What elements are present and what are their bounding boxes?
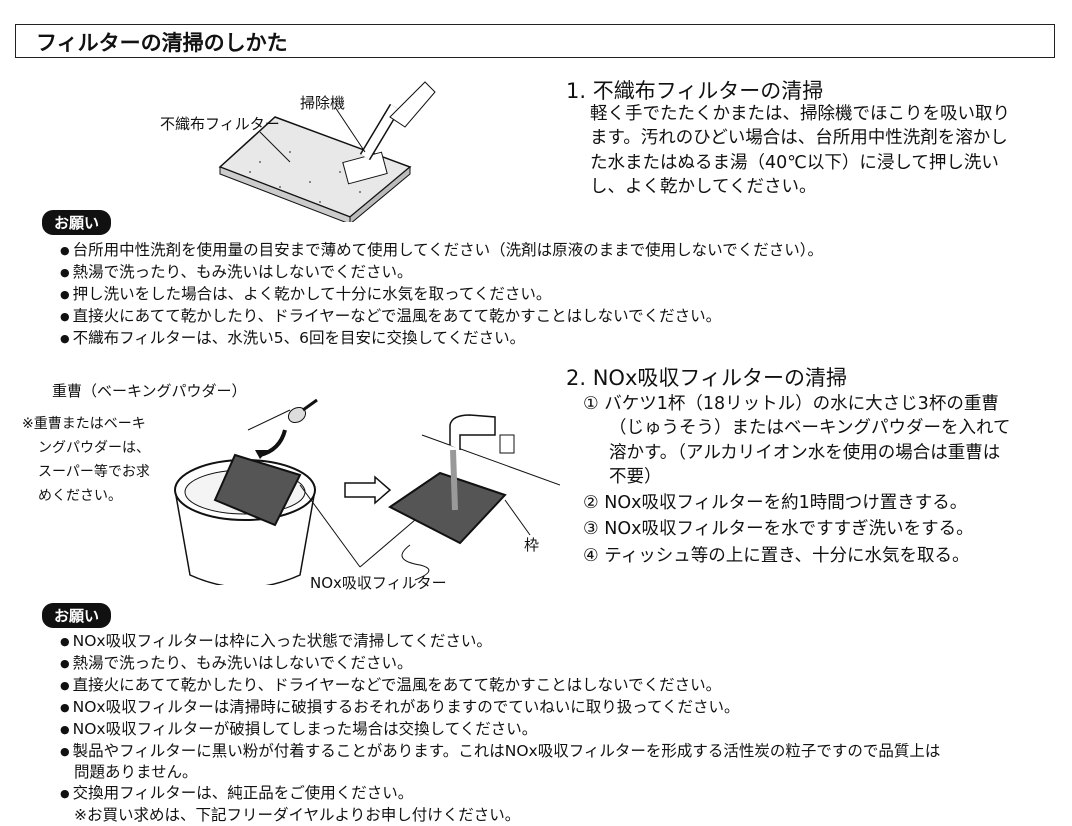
notice-badge: お願い	[42, 210, 112, 235]
list-item: NOx吸収フィルターは清掃時に破損するおそれがありますのでていねいに取り扱ってく…	[60, 697, 940, 719]
step-2: ② NOx吸収フィルターを約1時間つけ置きする。	[583, 491, 1010, 515]
nonwoven-filter-label: 不織布フィルター	[160, 115, 280, 133]
soak-rinse-illustration	[174, 398, 560, 585]
list-item: NOx吸収フィルターが破損してしまった場合は交換してください。	[60, 719, 940, 741]
frame-label: 枠	[524, 536, 540, 554]
body-line: し、よく乾かしてください。	[590, 176, 817, 197]
step-number: ④	[583, 545, 599, 566]
list-item: 不織布フィルターは、水洗い5、6回を目安に交換してください。	[60, 328, 823, 350]
section1-body: 軽く手でたたくかまたは、掃除機でほこりを吸い取り ます。汚れのひどい場合は、台所…	[590, 102, 1010, 199]
step-text: NOx吸収フィルターを水ですすぎ洗いをする。	[604, 519, 974, 540]
vacuum-label: 掃除機	[300, 94, 346, 112]
step-text: ティッシュ等の上に置き、十分に水気を取る。	[604, 545, 970, 566]
note-line: ングパウダーは、	[38, 440, 150, 456]
note-line: スーパー等でお求	[38, 464, 150, 480]
step-text: （じゅうそう）またはベーキングパウダーを入れて	[609, 418, 1011, 439]
step-number: ②	[583, 493, 599, 514]
list-item: 製品やフィルターに黒い粉が付着することがあります。これはNOx吸収フィルターを形…	[60, 741, 941, 763]
page-title: フィルターの清掃のしかた	[36, 31, 288, 55]
step-3: ③ NOx吸収フィルターを水ですすぎ洗いをする。	[583, 517, 1010, 541]
step-4: ④ ティッシュ等の上に置き、十分に水気を取る。	[583, 544, 1010, 568]
step-text: 溶かす。（アルカリイオン水を使用の場合は重曹は	[609, 442, 1001, 463]
list-item: 熱湯で洗ったり、もみ洗いはしないでください。	[60, 262, 823, 284]
list-item: 直接火にあてて乾かしたり、ドライヤーなどで温風をあてて乾かすことはしないでくださ…	[60, 675, 940, 697]
baking-soda-label: 重曹（ベーキングパウダー）	[52, 382, 247, 400]
body-line: 軽く手でたたくかまたは、掃除機でほこりを吸い取り	[590, 104, 1010, 124]
note-line: ※重曹またはベーキ	[22, 416, 146, 432]
step-number: ③	[583, 519, 599, 540]
step-text: バケツ1杯（18リットル）の水に大さじ3杯の重曹	[604, 394, 999, 414]
list-item-cont: ※お買い求めは、下記フリーダイヤルよりお申し付けください。	[74, 806, 521, 825]
section2-heading: 2. NOx吸収フィルターの清掃	[566, 366, 847, 390]
list-item: 台所用中性洗剤を使用量の目安まで薄めて使用してください（洗剤は原液のままで使用し…	[60, 240, 823, 262]
vacuum-filter-illustration	[218, 81, 436, 222]
step-1: ① バケツ1杯（18リットル）の水に大さじ3杯の重曹	[583, 392, 1010, 416]
body-line: ます。汚れのひどい場合は、台所用中性洗剤を溶かし	[590, 128, 1008, 149]
baking-soda-note: ※重曹またはベーキ ングパウダーは、 スーパー等でお求 めください。	[22, 412, 150, 508]
list-item: 押し洗いをした場合は、よく乾かして十分に水気を取ってください。	[60, 284, 823, 306]
notice-badge: お願い	[42, 603, 112, 628]
notice2-list: NOx吸収フィルターは枠に入った状態で清掃してください。 熱湯で洗ったり、もみ洗…	[60, 631, 941, 826]
title-box: フィルターの清掃のしかた	[15, 24, 1055, 58]
section2-steps: ① バケツ1杯（18リットル）の水に大さじ3杯の重曹 （じゅうそう）またはベーキ…	[583, 392, 1010, 568]
step-number: ①	[583, 394, 599, 414]
list-item: NOx吸収フィルターは枠に入った状態で清掃してください。	[60, 631, 940, 653]
list-item: 交換用フィルターは、純正品をご使用ください。	[60, 783, 940, 805]
note-line: めください。	[38, 488, 122, 504]
list-item: 直接火にあてて乾かしたり、ドライヤーなどで温風をあてて乾かすことはしないでくださ…	[60, 306, 823, 328]
step-text: 不要）	[609, 466, 662, 487]
body-line: た水またはぬるま湯（40℃以下）に浸して押し洗い	[590, 152, 999, 173]
step-text: NOx吸収フィルターを約1時間つけ置きする。	[604, 493, 968, 514]
notice1-list: 台所用中性洗剤を使用量の目安まで薄めて使用してください（洗剤は原液のままで使用し…	[60, 240, 823, 350]
list-item-cont: 問題ありません。	[74, 763, 198, 782]
nox-filter-label: NOx吸収フィルター	[310, 574, 447, 592]
list-item: 熱湯で洗ったり、もみ洗いはしないでください。	[60, 653, 940, 675]
section1-heading: 1. 不織布フィルターの清掃	[566, 79, 824, 103]
